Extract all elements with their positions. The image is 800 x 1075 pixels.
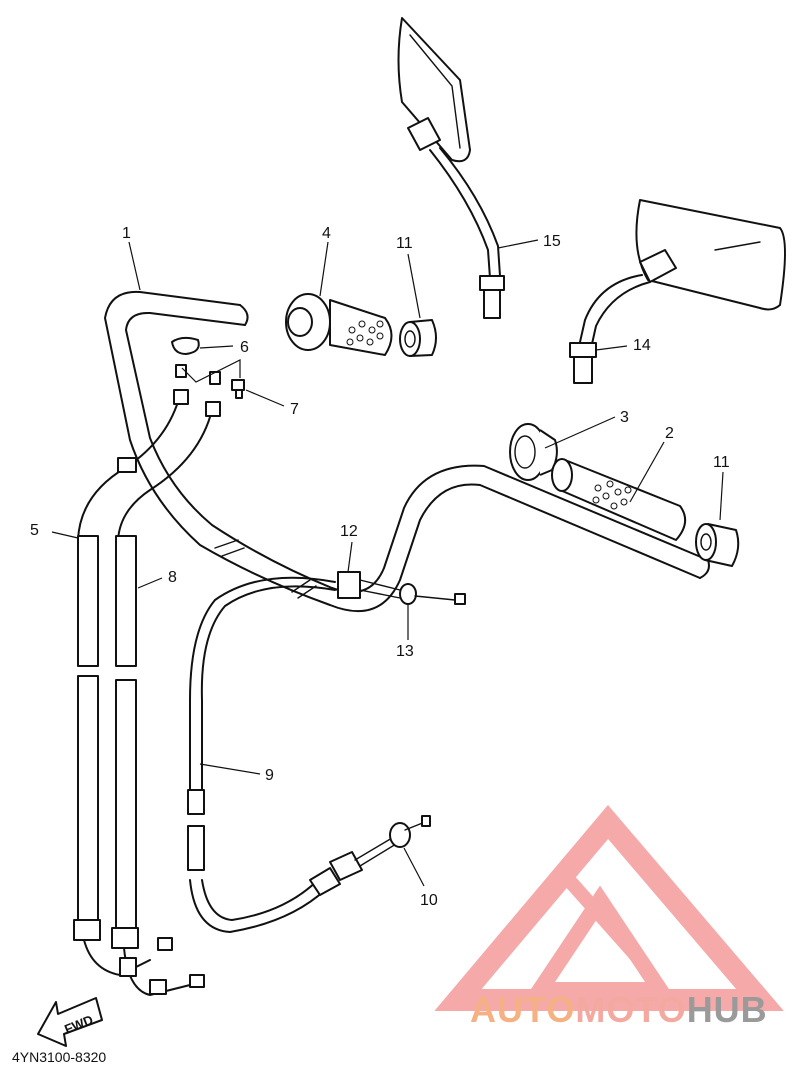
callout-6: 6 (240, 339, 249, 356)
svg-text:AUTOMOTOHUB: AUTOMOTOHUB (470, 989, 768, 1030)
adjuster-10 (389, 815, 431, 848)
callout-13: 13 (396, 643, 414, 660)
watermark-part-hub: HUB (687, 989, 768, 1030)
callout-11-left: 11 (396, 235, 413, 252)
callout-1: 1 (122, 225, 131, 242)
adjuster-13 (399, 583, 466, 605)
callout-2: 2 (665, 425, 674, 442)
grip-right (551, 458, 687, 541)
handlebar (104, 290, 710, 613)
callout-5: 5 (30, 522, 39, 539)
forward-arrow-icon: FWD (37, 997, 103, 1047)
callout-14: 14 (633, 337, 651, 354)
adjuster-12 (337, 571, 401, 599)
callout-9: 9 (265, 767, 274, 784)
bar-end-left (399, 319, 437, 357)
callout-15: 15 (543, 233, 561, 250)
callout-12: 12 (340, 523, 358, 540)
clip-part-6 (171, 336, 221, 385)
throttle-cables (73, 389, 221, 996)
callout-7: 7 (290, 401, 299, 418)
callout-numbers: 1 2 3 4 5 6 7 8 9 10 11 11 12 13 14 15 (30, 225, 730, 909)
callout-leaders (51, 239, 724, 887)
screw-part-7 (231, 379, 245, 399)
watermark-part-auto: AUTO (470, 989, 575, 1030)
grip-cap-right (509, 423, 558, 481)
callout-11-right: 11 (713, 454, 730, 471)
callout-8: 8 (168, 569, 177, 586)
callout-10: 10 (420, 892, 438, 909)
watermark-text: AUTOMOTOHUB (470, 989, 768, 1030)
watermark-part-moto: MOTO (575, 989, 686, 1030)
watermark-logo (434, 804, 784, 1011)
callout-4: 4 (322, 225, 331, 242)
callout-3: 3 (620, 409, 629, 426)
mirror-left (397, 17, 505, 319)
diagram-code: 4YN3100-8320 (12, 1049, 106, 1065)
clutch-cable (187, 576, 397, 933)
mirror-right (569, 199, 786, 384)
bar-end-right (695, 523, 740, 567)
grip-left (285, 293, 393, 356)
